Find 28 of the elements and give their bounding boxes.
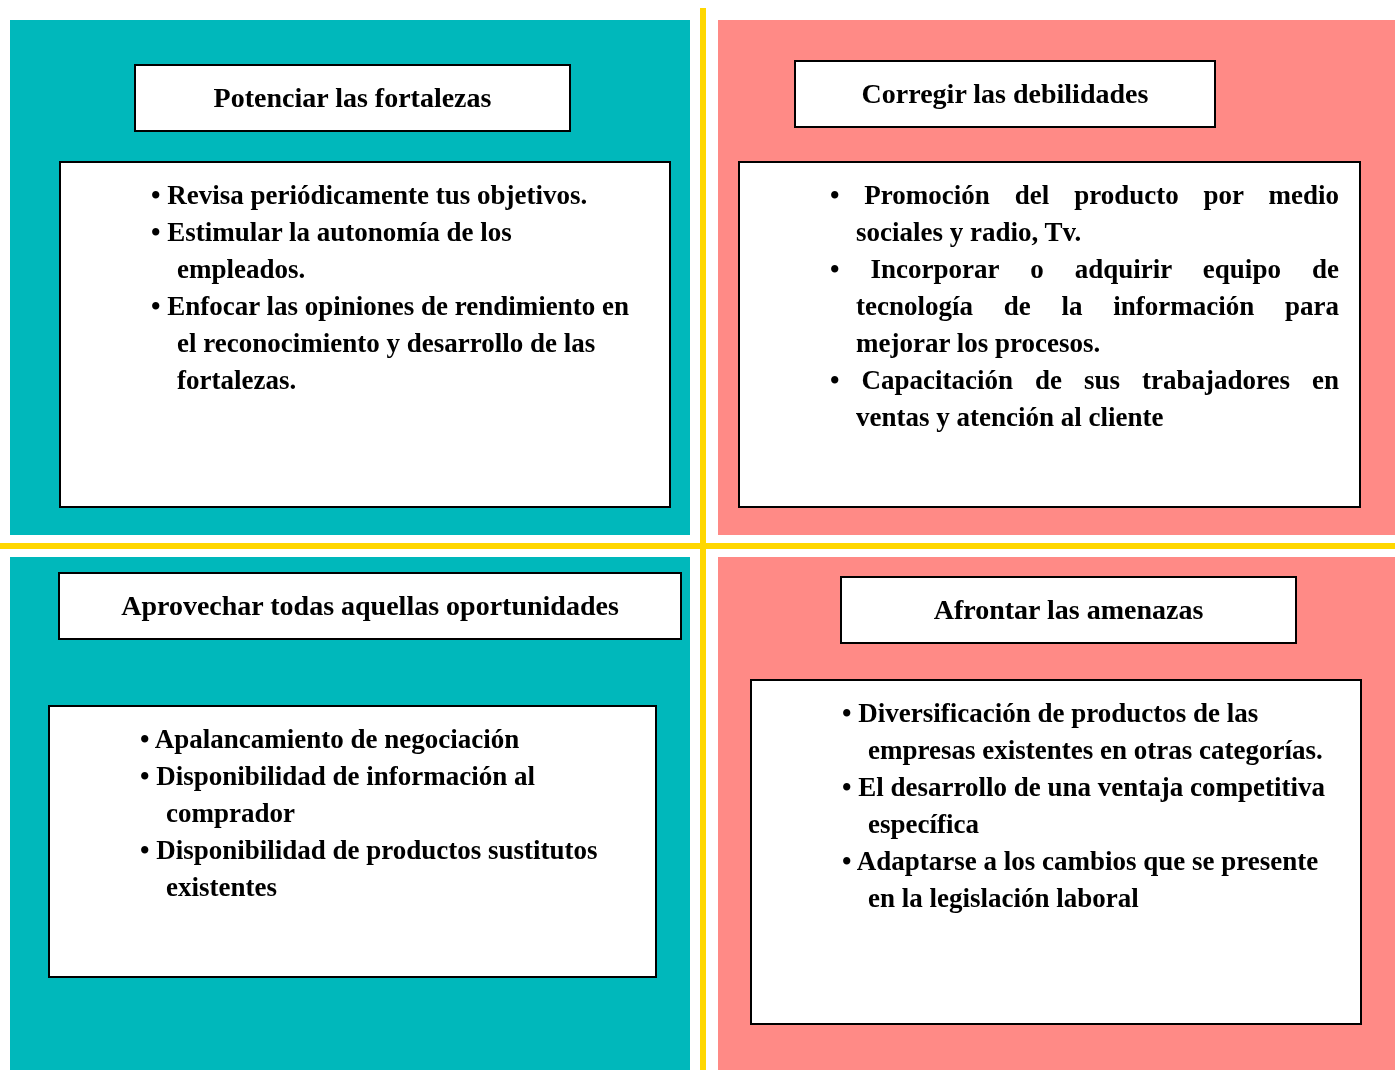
- quadrant-panel: [10, 20, 690, 535]
- heading-text: Afrontar las amenazas: [933, 594, 1204, 626]
- bullet-item: • Enfocar las opiniones de rendimiento en el reconocimiento y desarrollo de las fortalezas.: [151, 290, 630, 397]
- list-box: [59, 161, 671, 508]
- bullet-item: • El desarrollo de una ventaja competitiva específica: [842, 771, 1326, 841]
- bullet-item: • Incorporar o adquirir equipo de tecnología de la información para mejorar los procesos.: [830, 253, 1339, 360]
- bullet-item: • Estimular la autonomía de los empleados.: [151, 216, 513, 286]
- heading-box: [794, 60, 1216, 128]
- bullet-item: • Apalancamiento de negociación: [140, 723, 521, 756]
- bullet-item: • Disponibilidad de productos sustitutos existentes: [140, 834, 599, 904]
- bullet-item: • Adaptarse a los cambios que se presente en la legislación laboral: [842, 845, 1320, 915]
- quadrant-panel: [718, 20, 1395, 535]
- quadrant-panel: [718, 557, 1395, 1070]
- bullet-item: • Capacitación de sus trabajadores en ventas y atención al cliente: [830, 364, 1339, 434]
- heading-box: [134, 64, 571, 132]
- bullet-item: • Disponibilidad de información al comprador: [140, 760, 537, 830]
- list-box: [48, 705, 657, 978]
- heading-box: [840, 576, 1297, 644]
- quadrant-panel: [10, 557, 690, 1070]
- list-box: [738, 161, 1361, 508]
- bullet-item: • Revisa periódicamente tus objetivos.: [151, 179, 589, 212]
- heading-text: Potenciar las fortalezas: [213, 82, 492, 114]
- list-box: [750, 679, 1362, 1025]
- heading-box: [58, 572, 682, 640]
- heading-text: Aprovechar todas aquellas oportunidades: [121, 590, 619, 622]
- bullet-item: • Diversificación de productos de las empresas existentes en otras categorías.: [842, 697, 1324, 767]
- heading-text: Corregir las debilidades: [861, 78, 1149, 110]
- bullet-item: • Promoción del producto por medio sociales y radio, Tv.: [830, 179, 1339, 249]
